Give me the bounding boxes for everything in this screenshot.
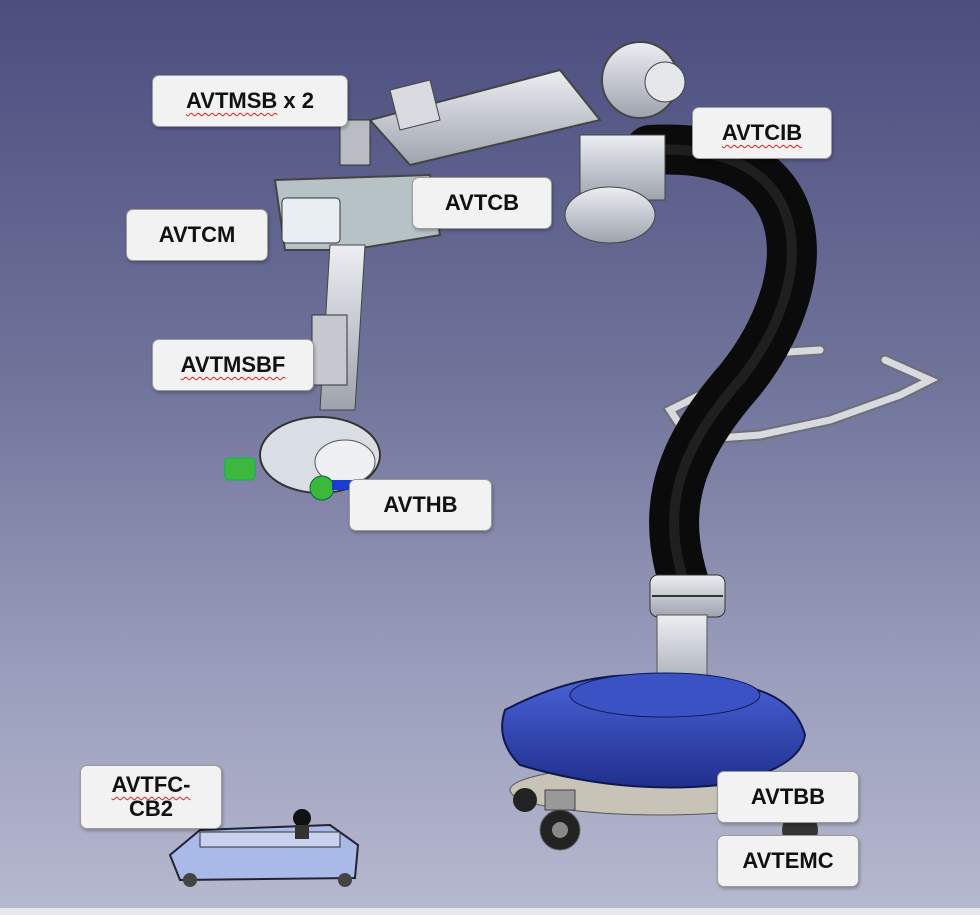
viewport-bottom-edge <box>0 908 980 915</box>
upper-arm <box>339 41 686 244</box>
callout-avtcb: AVTCB <box>412 177 552 229</box>
callout-avtcm: AVTCM <box>126 209 268 261</box>
callout-avtmsbf: AVTMSBF <box>152 339 314 391</box>
callout-avtcm-text: AVTCM <box>158 222 236 247</box>
callout-avtcib: AVTCIB <box>692 107 832 159</box>
callout-avtmsbf-text: AVTMSBF <box>180 352 286 377</box>
callout-avtfc-line2: CB2 <box>128 796 173 821</box>
callout-avthb: AVTHB <box>349 479 492 531</box>
callout-avtcb-text: AVTCB <box>444 190 520 215</box>
base-assembly <box>501 672 818 851</box>
hose <box>625 124 817 625</box>
callout-avtcib-text: AVTCIB <box>721 120 803 145</box>
callout-avthb-text: AVTHB <box>383 492 458 517</box>
callout-avtmsb-suffix: x 2 <box>277 88 314 113</box>
callout-avtemc: AVTEMC <box>717 835 859 887</box>
callout-avtemc-text: AVTEMC <box>742 848 834 873</box>
callout-avtmsb: AVTMSB x 2 <box>152 75 348 127</box>
callout-avtbb-text: AVTBB <box>750 784 826 809</box>
callout-avtfc-line1: AVTFC- <box>111 772 191 797</box>
callout-avtmsb-text: AVTMSB <box>186 88 278 113</box>
fixture-cb2 <box>168 809 360 887</box>
head-assembly <box>224 416 381 501</box>
callout-avtbb: AVTBB <box>717 771 859 823</box>
fore-arm <box>311 244 366 411</box>
control-module <box>273 173 442 251</box>
callout-avtfc-cb2: AVTFC- CB2 <box>80 765 222 829</box>
